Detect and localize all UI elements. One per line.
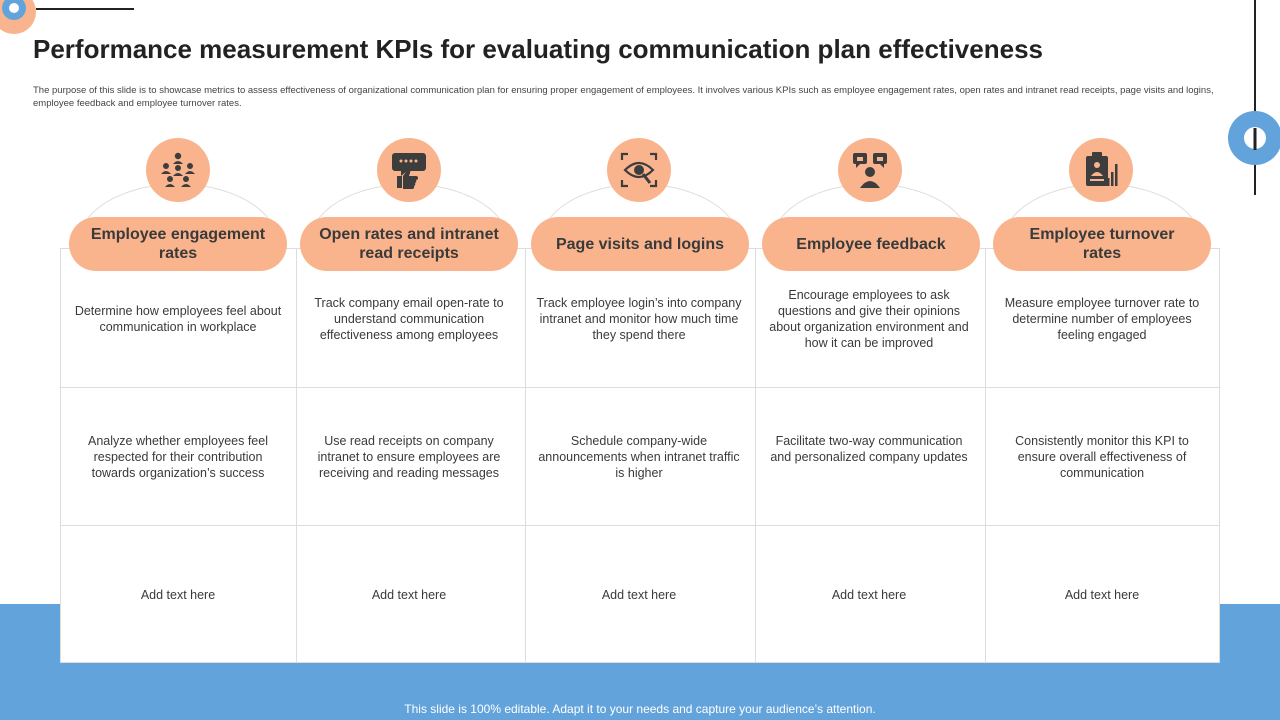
kpi-cell: Measure employee turnover rate to determ… [1004, 296, 1200, 342]
kpi-cell: Consistently monitor this KPI to ensure … [1015, 434, 1189, 480]
kpi-heading: Open rates and intranet read receipts [300, 217, 518, 271]
footer-note: This slide is 100% editable. Adapt it to… [404, 702, 876, 716]
kpi-cell: Add text here [1064, 588, 1140, 602]
kpi-cell: Track employee login’s into company intr… [536, 296, 742, 342]
kpi-cell: Add text here [831, 588, 907, 602]
column-divider [525, 249, 526, 662]
clipboard-chart-icon [1086, 152, 1118, 186]
chat-thumbs-up-icon [392, 153, 426, 190]
kpi-cell: Determine how employees feel about commu… [74, 304, 282, 334]
kpi-cell: Encourage employees to ask questions and… [769, 288, 969, 350]
kpi-heading: Employee feedback [762, 217, 980, 271]
kpi-cell: Analyze whether employees feel respected… [88, 434, 268, 480]
feedback-person-icon [853, 153, 887, 188]
kpi-cell: Track company email open-rate to underst… [314, 296, 504, 342]
column-divider [755, 249, 756, 662]
kpi-cell: Facilitate two-way communication and per… [770, 434, 968, 464]
page-title: Performance measurement KPIs for evaluat… [33, 34, 1043, 64]
kpi-cell: Add text here [601, 588, 677, 602]
kpi-icon-badge [146, 138, 210, 202]
side-decoration [1228, 0, 1280, 195]
kpi-heading: Employee turnover rates [993, 217, 1211, 271]
page-description: The purpose of this slide is to showcase… [33, 85, 1214, 109]
kpi-heading: Employee engagement rates [69, 217, 287, 271]
kpi-cell: Add text here [371, 588, 447, 602]
kpi-icon-badge [607, 138, 671, 202]
row-divider [61, 387, 1219, 388]
eye-scan-icon [620, 152, 658, 188]
column-divider [985, 249, 986, 662]
corner-decoration [0, 0, 134, 34]
row-divider [61, 525, 1219, 526]
kpi-icon-badge [1069, 138, 1133, 202]
team-network-icon [161, 152, 195, 187]
kpi-icon-badge [377, 138, 441, 202]
kpi-heading: Page visits and logins [531, 217, 749, 271]
kpi-cell: Use read receipts on company intranet to… [317, 434, 501, 480]
kpi-cell: Schedule company-wide announcements when… [538, 434, 740, 480]
kpi-cell: Add text here [140, 588, 216, 602]
column-divider [296, 249, 297, 662]
kpi-icon-badge [838, 138, 902, 202]
